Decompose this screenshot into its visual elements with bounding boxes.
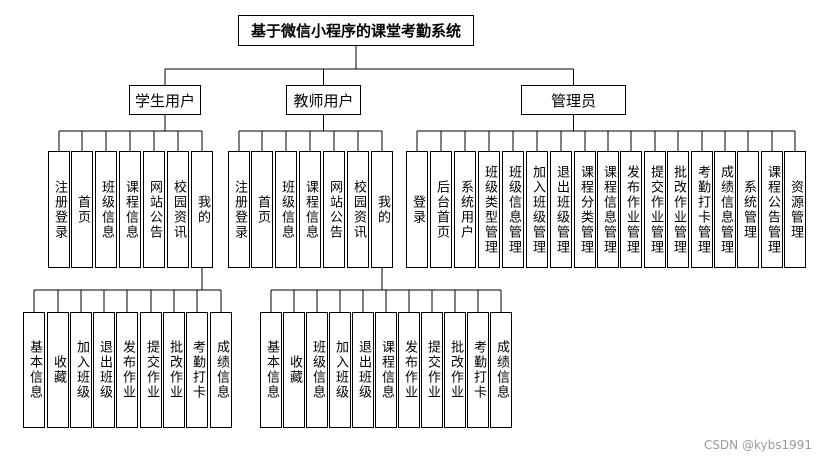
student-module-mine: 我的: [191, 151, 213, 268]
teacher-module-mine: 我的: [371, 151, 393, 268]
teacher-module: 网站公告: [323, 151, 345, 268]
teacher-module: 首页: [251, 151, 273, 268]
admin-module: 课程公告管理: [761, 151, 783, 268]
student-module: 班级信息: [95, 151, 117, 268]
system-title-box: 基于微信小程序的课堂考勤系统: [238, 15, 474, 46]
student-sub-module: 批改作业: [163, 312, 185, 428]
student-sub-module: 考勤打卡: [186, 312, 208, 428]
teacher-sub-module: 退出班级: [352, 312, 374, 428]
teacher-sub-module: 加入班级: [329, 312, 351, 428]
teacher-sub-module: 批改作业: [444, 312, 466, 428]
teacher-sub-module: 发布作业: [398, 312, 420, 428]
teacher-sub-module: 基本信息: [260, 312, 282, 428]
teacher-module: 课程信息: [299, 151, 321, 268]
teacher-sub-module: 收藏: [283, 312, 305, 428]
student-sub-module: 提交作业: [140, 312, 162, 428]
student-module: 校园资讯: [167, 151, 189, 268]
admin-module: 课程分类管理: [574, 151, 596, 268]
group-admin-box: 管理员: [521, 85, 626, 115]
admin-module: 考勤打卡管理: [691, 151, 713, 268]
admin-module: 提交作业管理: [644, 151, 666, 268]
group-student-box: 学生用户: [129, 85, 201, 115]
admin-module: 课程信息管理: [597, 151, 619, 268]
student-module: 首页: [71, 151, 93, 268]
group-teacher-box: 教师用户: [286, 85, 361, 115]
student-sub-module: 加入班级: [70, 312, 92, 428]
teacher-module: 校园资讯: [347, 151, 369, 268]
admin-module: 成绩信息管理: [714, 151, 736, 268]
admin-module: 班级信息管理: [502, 151, 524, 268]
teacher-sub-module: 考勤打卡: [467, 312, 489, 428]
teacher-module: 班级信息: [275, 151, 297, 268]
student-module: 网站公告: [143, 151, 165, 268]
student-sub-module: 退出班级: [93, 312, 115, 428]
admin-module: 退出班级管理: [550, 151, 572, 268]
admin-module: 登录: [406, 151, 428, 268]
admin-module: 加入班级管理: [526, 151, 548, 268]
admin-module: 批改作业管理: [667, 151, 689, 268]
student-sub-module: 发布作业: [116, 312, 138, 428]
teacher-sub-module: 课程信息: [375, 312, 397, 428]
student-module: 注册登录: [48, 151, 70, 268]
student-sub-module: 收藏: [47, 312, 69, 428]
watermark: CSDN @kybs1991: [703, 438, 812, 452]
admin-module: 系统用户: [454, 151, 476, 268]
teacher-sub-module: 提交作业: [421, 312, 443, 428]
student-sub-module: 成绩信息: [210, 312, 232, 428]
admin-module: 班级类型管理: [478, 151, 500, 268]
teacher-module: 注册登录: [228, 151, 250, 268]
teacher-sub-module: 班级信息: [306, 312, 328, 428]
admin-module: 后台首页: [430, 151, 452, 268]
admin-module: 发布作业管理: [620, 151, 642, 268]
admin-module: 系统管理: [737, 151, 759, 268]
student-module: 课程信息: [119, 151, 141, 268]
student-sub-module: 基本信息: [23, 312, 45, 428]
admin-module: 资源管理: [784, 151, 806, 268]
teacher-sub-module: 成绩信息: [490, 312, 512, 428]
